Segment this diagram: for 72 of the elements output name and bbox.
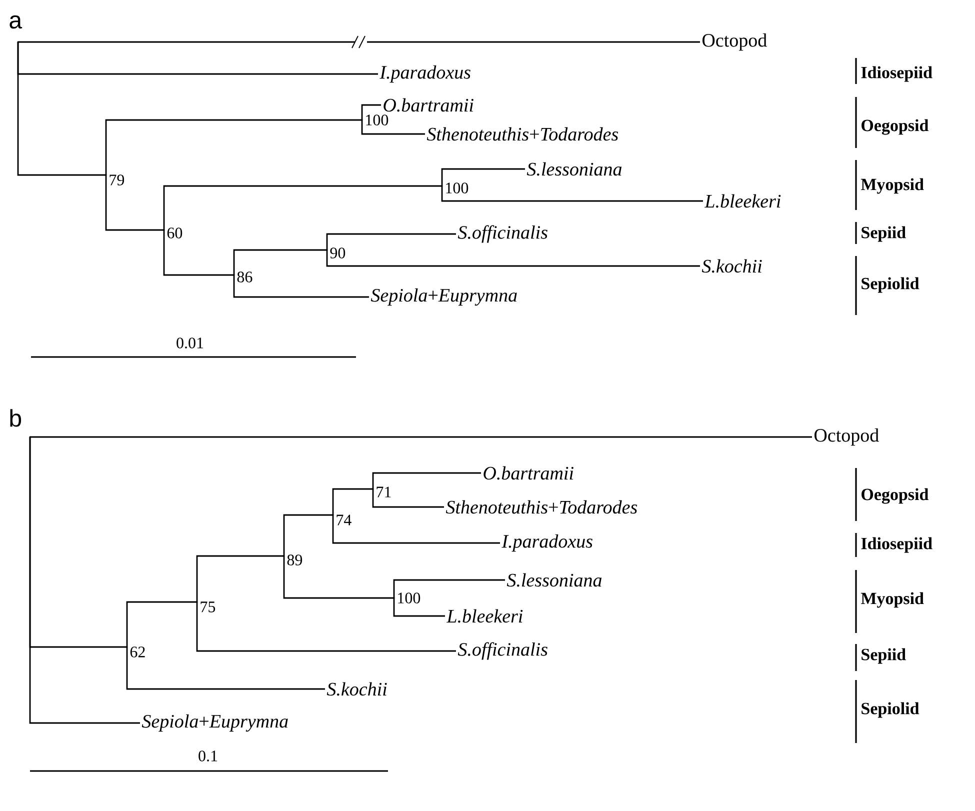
taxon-label: L.bleekeri <box>446 609 523 623</box>
taxon-label: Sthenoteuthis+Todarodes <box>446 500 638 514</box>
tree-branch <box>326 233 456 250</box>
bootstrap-value: 89 <box>287 554 302 566</box>
bootstrap-value: 100 <box>398 592 420 604</box>
taxon-label: S.kochii <box>326 682 387 696</box>
scale-value: 0.01 <box>176 338 204 348</box>
tree-branch <box>393 579 505 598</box>
tree-branch <box>332 515 500 544</box>
taxon-label: I.paradoxus <box>380 65 470 83</box>
group-label: Sepiid <box>862 648 906 664</box>
tree-branch <box>361 120 425 135</box>
tree-branch <box>332 488 373 515</box>
bootstrap-value: 90 <box>330 248 346 258</box>
tree-branch <box>326 250 700 267</box>
taxon-label: S.kochii <box>702 259 762 273</box>
tree-branch <box>441 168 525 186</box>
taxon-label: I.paradoxus <box>502 534 592 552</box>
taxon-label: Octopod <box>814 428 879 446</box>
tree-branch <box>17 42 106 176</box>
tree-branch <box>126 647 325 690</box>
taxon-label: O.bartramii <box>384 98 474 112</box>
tree-branch <box>105 119 362 175</box>
bootstrap-value: 75 <box>200 602 216 612</box>
scale-value: 0.1 <box>198 750 218 762</box>
tree-branch <box>441 186 703 202</box>
bootstrap-value: 74 <box>336 514 352 526</box>
taxon-label: S.officinalis <box>458 225 548 243</box>
tree-branch <box>126 601 197 647</box>
tree-branch <box>163 230 234 276</box>
group-label: Oegopsid <box>862 488 929 504</box>
bootstrap-value: 100 <box>446 182 468 194</box>
bootstrap-value: 86 <box>237 272 252 282</box>
tree-branch <box>196 555 284 602</box>
tree-branch <box>18 41 700 43</box>
bootstrap-value: 100 <box>366 114 388 126</box>
tree-branch <box>361 104 381 120</box>
panel-letter: b <box>10 409 22 427</box>
taxon-label: Octopod <box>702 33 767 51</box>
tree-branch <box>283 514 333 556</box>
bootstrap-value: 60 <box>167 228 182 238</box>
tree-branch <box>233 249 327 275</box>
tree-branch <box>163 185 442 230</box>
bootstrap-value: 79 <box>110 174 124 186</box>
panel-letter: a <box>10 15 22 29</box>
group-label: Myopsid <box>861 178 924 194</box>
group-label: Oegopsid <box>862 119 929 135</box>
group-label: Myopsid <box>861 592 924 608</box>
taxon-label: L.bleekeri <box>704 194 781 208</box>
taxon-label: Sepiola+Euprymna <box>142 714 288 732</box>
group-label: Idiosepiid <box>861 66 932 82</box>
taxon-label: Sepiola+Euprymna <box>370 288 517 306</box>
tree-branch <box>233 275 369 298</box>
bootstrap-value: 71 <box>376 486 391 498</box>
group-label: Idiosepiid <box>861 537 932 553</box>
tree-branch <box>105 175 164 231</box>
group-label: Sepiolid <box>862 702 920 718</box>
tree-branch <box>393 598 445 617</box>
taxon-label: S.lessoniana <box>506 573 602 587</box>
tree-branch <box>372 472 481 489</box>
taxon-label: Sthenoteuthis+Todarodes <box>426 127 618 141</box>
tree-branch <box>283 556 394 599</box>
tree-branch <box>29 437 140 724</box>
group-label: Sepiid <box>862 226 906 242</box>
bootstrap-value: 62 <box>130 646 145 658</box>
taxon-label: S.officinalis <box>458 642 548 660</box>
tree-branch <box>196 602 456 652</box>
tree-branch <box>372 489 444 508</box>
group-label: Sepiolid <box>862 277 920 293</box>
tree-branch <box>30 436 812 438</box>
taxon-label: O.bartramii <box>484 466 574 480</box>
taxon-label: S.lessoniana <box>526 162 622 176</box>
